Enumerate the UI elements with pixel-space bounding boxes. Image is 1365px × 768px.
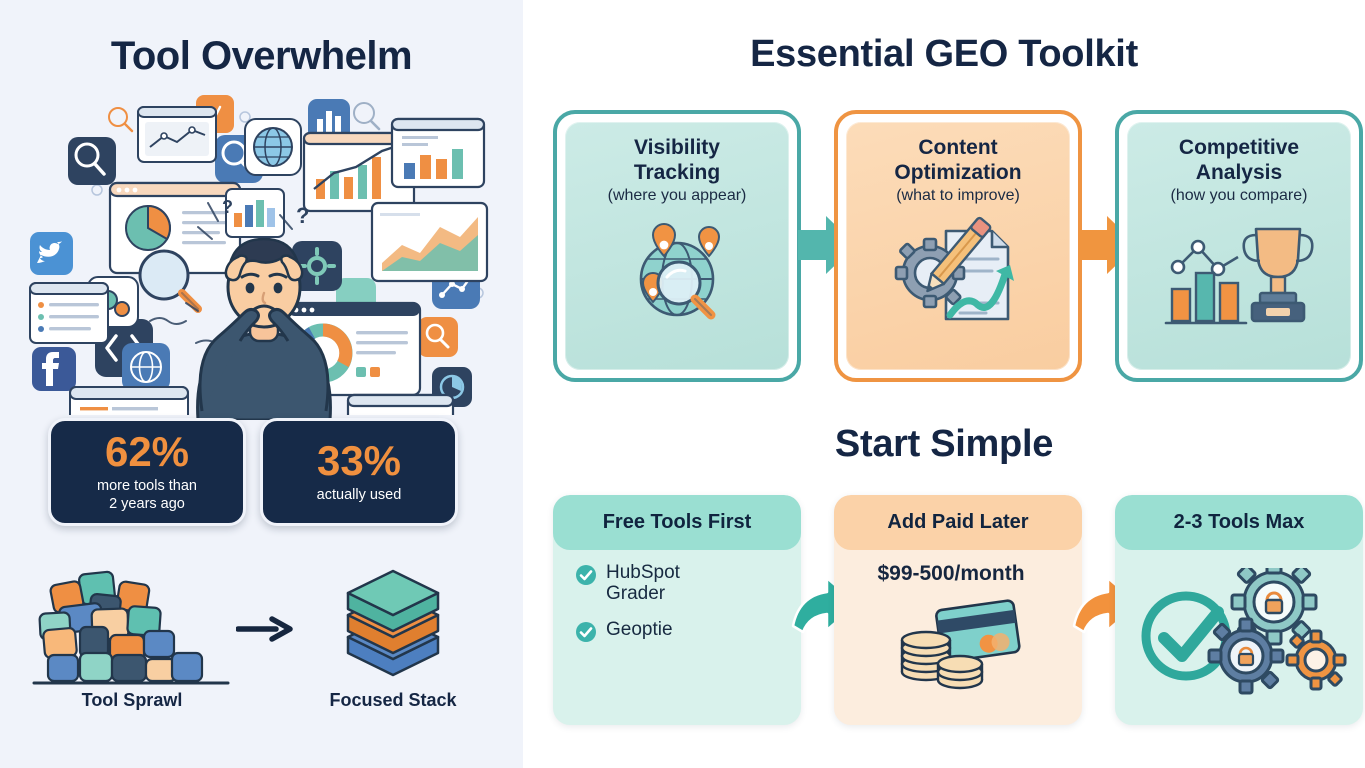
coins-credit-card-icon <box>834 590 1082 690</box>
tool-sprawl-group: Tool Sprawl <box>32 565 232 711</box>
stat-value: 62% <box>104 427 190 475</box>
question-mark: ? <box>222 197 233 217</box>
section-title-toolkit: Essential GEO Toolkit <box>750 33 1138 75</box>
stat-label: more tools than 2 years ago <box>97 478 197 513</box>
tool-sprawl-illustration <box>32 570 230 685</box>
tool-icon-cloud: .nv{fill:#2e4360}.wt{fill:#fff}.bl{fill:… <box>0 95 523 461</box>
toolkit-card-heading: Visibility Tracking <box>634 136 720 185</box>
focused-stack-illustration <box>346 569 440 677</box>
heading-line1: Visibility <box>634 136 720 159</box>
bar-chart-icon <box>308 99 350 141</box>
icon-cloud-svg: .nv{fill:#2e4360}.wt{fill:#fff}.bl{fill:… <box>29 95 489 461</box>
gear-icon <box>292 241 342 291</box>
right-panel: Essential GEO Toolkit Visibility Trackin… <box>523 0 1365 768</box>
stat-cards: 62% more tools than 2 years ago 33% actu… <box>48 418 458 526</box>
toolkit-card-subtitle: (how you compare) <box>1170 187 1308 205</box>
page-title-tool-overwhelm: Tool Overwhelm <box>110 34 413 78</box>
stat-card: 33% actually used <box>260 418 458 526</box>
left-panel: Tool Overwhelm .nv{fill:#2e4360}.wt{fill… <box>0 0 523 768</box>
toolkit-card-content-optimization[interactable]: Content Optimization (what to improve) <box>834 110 1082 382</box>
stat-label-line1: more tools than <box>97 477 197 494</box>
search-icon <box>353 102 381 131</box>
list-item: Geoptie <box>575 619 801 643</box>
stat-card: 62% more tools than 2 years ago <box>48 418 246 526</box>
search-icon <box>108 107 134 133</box>
code-window <box>69 386 189 458</box>
focused-stack-group: Focused Stack <box>300 565 486 711</box>
heading-line2: Tracking <box>633 160 721 184</box>
analytics-window <box>137 106 217 163</box>
heading-line1: Competitive <box>1178 136 1300 159</box>
sprawl-vs-stack: Tool Sprawl <box>0 565 523 745</box>
toolkit-card-heading: Content Optimization <box>894 136 1021 185</box>
simple-card-header: 2-3 Tools Max <box>1115 495 1363 550</box>
arrow-right-teal-icon <box>798 214 858 276</box>
growth-chart-window <box>302 131 416 213</box>
simple-card-add-paid-later[interactable]: Add Paid Later $99-500/month <box>834 495 1082 725</box>
toolkit-card-competitive-analysis[interactable]: Competitive Analysis (how you compare) <box>1115 110 1363 382</box>
list-item-label: Geoptie <box>606 618 673 640</box>
focused-stack-label: Focused Stack <box>329 690 457 710</box>
toolkit-card-subtitle: (where you appear) <box>607 187 747 205</box>
toolkit-card-visibility-tracking[interactable]: Visibility Tracking (where you appear) <box>553 110 801 382</box>
check-circle-icon <box>576 565 596 585</box>
globe-icon <box>122 343 170 391</box>
magnifier-icon <box>138 249 202 313</box>
toolkit-card-subtitle: (what to improve) <box>896 187 1020 205</box>
twitter-icon <box>30 232 73 275</box>
area-chart-window <box>370 201 489 283</box>
list-item-label: HubSpot Grader <box>606 562 680 605</box>
dashboard-window <box>108 181 242 275</box>
stat-label-line2: 2 years ago <box>109 495 185 512</box>
section-title-start-simple: Start Simple <box>834 423 1054 465</box>
trophy-bar-chart-icon <box>1164 211 1314 336</box>
pie-chart-window <box>346 393 455 461</box>
heading-line1: Content <box>918 136 998 159</box>
toolkit-card-heading: Competitive Analysis <box>1179 136 1299 185</box>
question-mark: ? <box>296 203 309 228</box>
simple-card-2-3-tools-max[interactable]: 2-3 Tools Max <box>1115 495 1363 725</box>
facebook-icon <box>32 347 76 391</box>
bar-chart-window <box>390 117 486 189</box>
heading-line2: Analysis <box>1195 160 1283 184</box>
arrow-right-orange-icon <box>1079 214 1139 276</box>
start-simple-card-row: Free Tools First HubSpot Grader <box>553 495 1363 730</box>
simple-card-free-tools-first[interactable]: Free Tools First HubSpot Grader <box>553 495 801 725</box>
stressed-person-illustration <box>176 215 351 422</box>
tool-sprawl-label: Tool Sprawl <box>81 690 183 710</box>
search-icon <box>68 137 116 185</box>
simple-card-header: Free Tools First <box>553 495 801 550</box>
search-icon <box>418 317 458 357</box>
list-item: HubSpot Grader <box>575 562 801 605</box>
globe-icon <box>244 118 302 176</box>
check-gears-lock-icon <box>1115 568 1363 698</box>
globe-magnifier-pins-icon <box>607 211 747 336</box>
arrow-right-icon <box>235 615 296 648</box>
gear-pencil-document-icon <box>888 211 1028 336</box>
list-window <box>29 282 109 344</box>
heading-line2: Optimization <box>894 160 1022 184</box>
bar-chart-window <box>225 188 285 238</box>
stat-label: actually used <box>316 486 402 503</box>
simple-card-header: Add Paid Later <box>834 495 1082 550</box>
toolkit-card-row: Visibility Tracking (where you appear) <box>553 110 1363 385</box>
price-label: $99-500/month <box>877 562 1025 585</box>
check-circle-icon <box>576 621 596 642</box>
stat-value: 33% <box>316 436 402 484</box>
